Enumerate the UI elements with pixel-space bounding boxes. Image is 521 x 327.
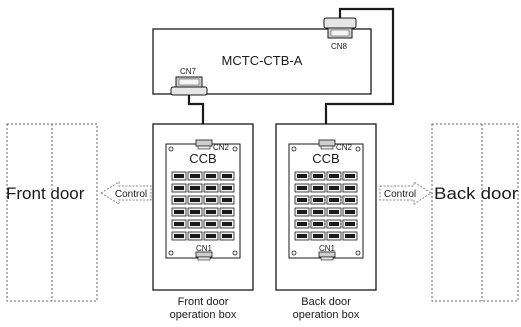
ccb-button-pins [329,222,339,226]
ccb-button-pins [206,186,216,190]
cable-back-ccb [324,7,395,140]
ccb-button-pins [345,222,355,226]
cn7-label: CN7 [180,67,197,76]
ccb-button-pins [329,186,339,190]
front-door-label: Front door [6,184,85,203]
front-ccb-bottom-connector [195,251,213,261]
back-control-arrow [379,181,432,205]
back-ccb-label: CCB [312,151,339,166]
back-ccb-top-connector [318,139,336,150]
ccb-button-pins [222,222,232,226]
ccb-button-pins [313,210,323,214]
ccb-button-pins [206,174,216,178]
ccb-button-pins [222,186,232,190]
front-operation-box [152,123,254,291]
ccb-button-pins [345,198,355,202]
ccb-button-pins [174,174,184,178]
front-cn1-label: CN1 [196,244,213,253]
ccb-button-pins [313,198,323,202]
ccb-button-pins [329,234,339,238]
ccb-button-pins [174,222,184,226]
ccb-button-pins [345,174,355,178]
front-button-grid [171,171,235,241]
back-door [431,123,519,302]
ccb-button-pins [174,234,184,238]
ccb-button-pins [313,186,323,190]
ctb-board-label: MCTC-CTB-A [222,53,303,68]
ccb-button-pins [297,234,307,238]
back-cn2-label: CN2 [336,143,353,152]
ccb-button-pins [190,198,200,202]
ccb-button-pins [329,198,339,202]
back-caption-line1: Back door [301,296,351,308]
ccb-button-pins [190,210,200,214]
front-caption-line2: operation box [170,309,237,321]
ccb-button-pins [206,198,216,202]
front-control-label: Control [115,189,147,200]
ccb-button-pins [206,210,216,214]
ccb-button-pins [222,210,232,214]
ccb-button-pins [297,222,307,226]
ccb-button-pins [313,174,323,178]
ccb-button-pins [345,186,355,190]
front-ccb-label: CCB [189,151,216,166]
ccb-button-pins [190,222,200,226]
ccb-button-pins [297,174,307,178]
ccb-button-pins [313,222,323,226]
back-button-grid [294,171,358,241]
ccb-button-pins [174,198,184,202]
ccb-button-pins [297,210,307,214]
ccb-button-pins [206,222,216,226]
cable-front-ccb [187,95,205,140]
back-caption-line2: operation box [293,309,360,321]
back-control-label: Control [384,189,416,200]
ccb-button-pins [190,174,200,178]
front-control-arrow [100,181,152,205]
ccb-button-pins [222,174,232,178]
cn7-connector [170,76,208,96]
ccb-button-pins [329,210,339,214]
back-ccb-bottom-connector [318,251,336,261]
cn8-label: CN8 [331,42,348,51]
ccb-button-pins [222,198,232,202]
front-cn2-label: CN2 [213,143,230,152]
ccb-button-pins [345,210,355,214]
ccb-button-pins [174,210,184,214]
back-cn1-label: CN1 [319,244,336,253]
back-door-label: Back door [434,184,518,203]
front-ccb-top-connector [195,139,213,150]
ccb-button-pins [222,234,232,238]
ccb-button-pins [313,234,323,238]
ccb-button-pins [297,198,307,202]
cn8-connector [323,17,357,39]
ccb-button-pins [190,186,200,190]
back-operation-box [275,123,377,291]
ccb-button-pins [174,186,184,190]
ccb-button-pins [297,186,307,190]
ccb-button-pins [206,234,216,238]
front-caption-line1: Front door [178,296,229,308]
ccb-button-pins [190,234,200,238]
ccb-button-pins [329,174,339,178]
ccb-button-pins [345,234,355,238]
front-door [6,123,98,302]
